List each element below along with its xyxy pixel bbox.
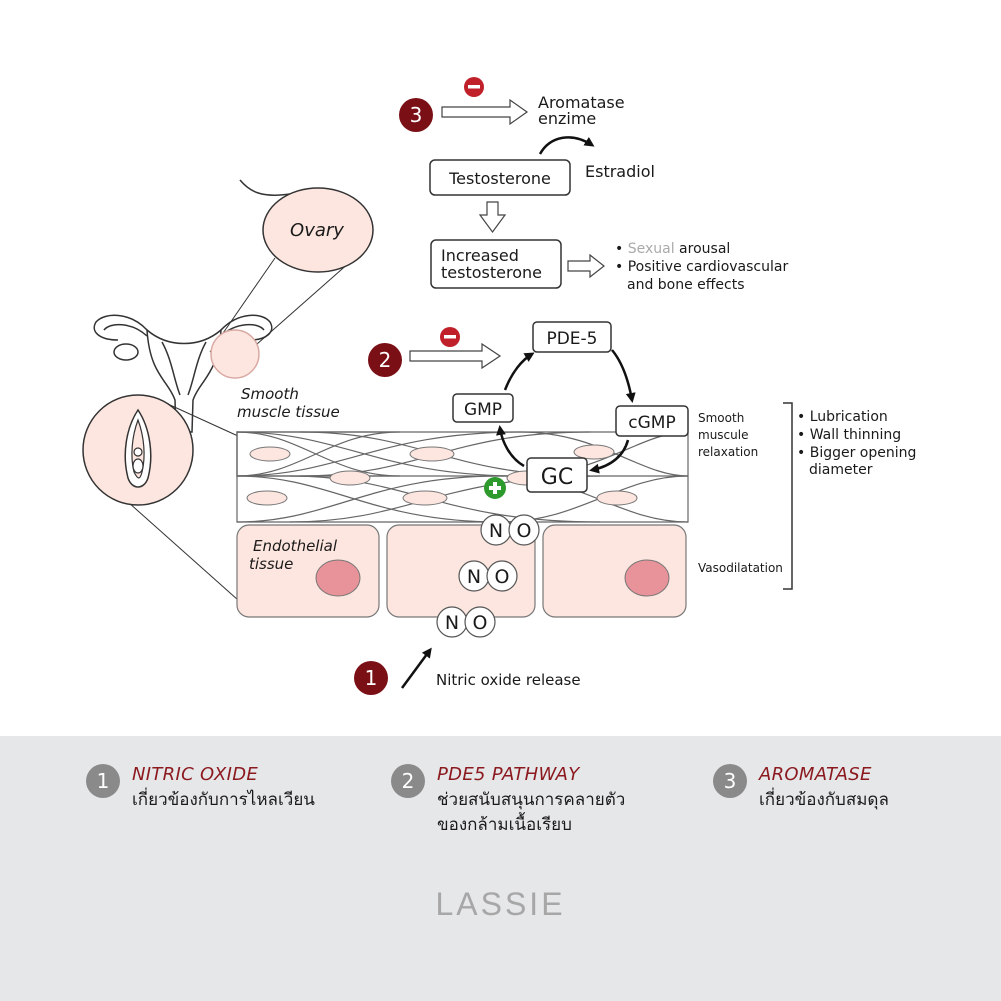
ovary-shape xyxy=(262,187,374,273)
ovary-zoom-small-circle xyxy=(210,329,260,379)
step-1-badge xyxy=(354,661,388,695)
hollow-arrow-2 xyxy=(409,342,502,370)
legend-desc: เกี่ยวข้องกับการไหลเวียน xyxy=(132,790,315,810)
cgmp-box xyxy=(615,405,689,437)
svg-text:testosterone: testosterone xyxy=(441,263,542,282)
legend-title: PDE5 PATHWAY xyxy=(437,764,580,785)
no-molecule: N O xyxy=(480,514,540,546)
endothelial-nucleus xyxy=(624,559,670,597)
pathway-diagram: Ovary 3 Aromatase enzime Testosterone Es… xyxy=(82,77,916,695)
svg-text:O: O xyxy=(517,520,532,542)
svg-text:cGMP: cGMP xyxy=(628,413,675,433)
increased-testosterone-box xyxy=(430,239,562,289)
legend-badge: 1 xyxy=(86,764,120,798)
legend-title: AROMATASE xyxy=(759,764,872,785)
endothelial-label-2: tissue xyxy=(249,555,293,573)
vasodilatation-label: Vasodilatation xyxy=(698,561,783,575)
effect-wall-thinning: • Wall thinning xyxy=(797,427,901,443)
ovary-label: Ovary xyxy=(290,220,344,241)
endothelial-nucleus xyxy=(315,559,361,597)
svg-text:Testosterone: Testosterone xyxy=(448,169,551,188)
hollow-arrow-effects xyxy=(567,253,605,279)
relaxation-label-2: muscule xyxy=(698,428,748,442)
no-molecule: N O xyxy=(458,560,518,592)
pde5-box xyxy=(532,321,612,353)
estradiol-arrow xyxy=(538,136,595,155)
legend-badge: 3 xyxy=(713,764,747,798)
step-2-badge xyxy=(368,343,402,377)
svg-text:N: N xyxy=(445,612,459,634)
svg-text:O: O xyxy=(495,566,510,588)
smooth-muscle-layer xyxy=(236,431,689,523)
svg-text:O: O xyxy=(473,612,488,634)
gmp-box xyxy=(452,393,514,423)
cycle-arrow-gc-gmp xyxy=(496,425,525,468)
svg-text:1: 1 xyxy=(365,666,378,690)
step-2-pde5: 2 PDE-5 GMP cGMP GC Smooth muscule relax… xyxy=(368,321,916,590)
cycle-arrow-cgmp-gc xyxy=(589,439,630,474)
relaxation-label-1: Smooth xyxy=(698,411,744,425)
legend-badge: 2 xyxy=(391,764,425,798)
cycle-arrow-pde5-cgmp xyxy=(611,349,636,403)
fallopian-tube xyxy=(239,179,291,196)
effect-diameter: diameter xyxy=(809,462,873,478)
step-3-badge xyxy=(399,98,433,132)
hollow-down-arrow xyxy=(478,201,507,234)
svg-text:N: N xyxy=(467,566,481,588)
effect-sexual-arousal: • Sexual arousal xyxy=(615,241,730,257)
effect-lubrication: • Lubrication xyxy=(797,409,888,425)
svg-text:PDE-5: PDE-5 xyxy=(546,329,597,349)
step-1-nitric-oxide: N O N O N O 1 Nitric oxide release xyxy=(354,514,581,695)
endothelial-label-1: Endothelial xyxy=(253,537,338,555)
no-molecule: N O xyxy=(436,606,496,638)
legend-desc: ช่วยสนับสนุนการคลายตัว ของกล้ามเนื้อเรีย… xyxy=(437,790,626,835)
ovary-zoom: Ovary xyxy=(209,187,374,379)
svg-text:N: N xyxy=(489,520,503,542)
svg-text:2: 2 xyxy=(379,348,392,372)
legend-desc: เกี่ยวข้องกับสมดุล xyxy=(759,790,889,810)
legend-title: NITRIC OXIDE xyxy=(132,764,259,785)
hollow-arrow-3 xyxy=(441,98,529,126)
aromatase-label: Aromatase xyxy=(538,93,625,112)
estradiol-label: Estradiol xyxy=(585,162,655,181)
legend-footer: 1 NITRIC OXIDE เกี่ยวข้องกับการไหลเวียน … xyxy=(0,736,1001,1001)
step-3-aromatase: 3 Aromatase enzime Testosterone Estradio… xyxy=(399,77,788,293)
smooth-muscle-label-2: muscle tissue xyxy=(237,403,340,421)
nitric-oxide-release-label: Nitric oxide release xyxy=(436,671,581,689)
enzime-label: enzime xyxy=(538,109,596,128)
effect-bigger-opening: • Bigger opening xyxy=(797,445,916,461)
svg-text:GMP: GMP xyxy=(464,400,502,420)
effect-bone: and bone effects xyxy=(627,277,745,293)
release-arrow xyxy=(400,647,432,689)
svg-text:GC: GC xyxy=(541,465,573,490)
gc-box xyxy=(526,457,588,493)
relaxation-label-3: relaxation xyxy=(698,445,758,459)
effect-cardiovascular: • Positive cardiovascular xyxy=(615,259,788,275)
svg-text:3: 3 xyxy=(410,103,423,127)
svg-text:Increased: Increased xyxy=(441,246,519,265)
effects-bracket xyxy=(783,402,793,590)
cycle-arrow-gmp-pde5 xyxy=(503,352,535,391)
testosterone-box xyxy=(429,159,571,196)
vulva-zoom xyxy=(82,394,239,601)
smooth-muscle-label-1: Smooth xyxy=(241,385,299,403)
brand-logo: LASSIE xyxy=(435,886,566,922)
